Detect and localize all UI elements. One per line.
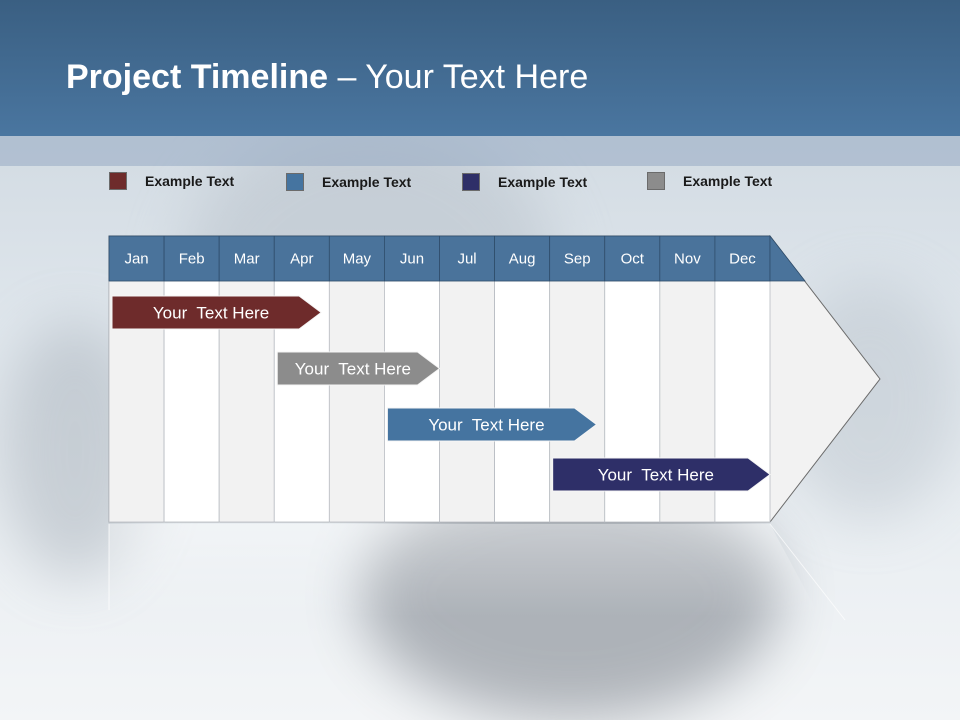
task-label: Your Text Here [598,466,714,485]
legend-swatch [462,173,480,191]
title-rest: – Your Text Here [328,58,589,96]
task-bar [111,295,322,330]
title-band [0,136,960,166]
month-header-cell [659,235,716,282]
month-label: Dec [729,251,756,268]
title-bar [0,0,960,136]
legend-label: Example Text [322,174,412,190]
task-label: Your Text Here [295,360,411,379]
month-label: Jan [124,251,148,268]
task-bar [552,457,771,492]
month-label: Nov [674,251,701,268]
month-label: Mar [234,251,260,268]
month-header-cell [494,235,551,282]
month-header-cell [163,235,220,282]
month-label: Aug [509,251,536,268]
slide-title: Project Timeline – Your Text Here [66,58,588,97]
reflection-edge [769,523,846,621]
legend-label: Example Text [145,173,235,189]
title-bold: Project Timeline [66,58,329,96]
month-label: Jun [400,251,424,268]
month-header-cell [714,235,771,282]
month-header-cell [108,235,165,282]
month-header-cell [549,235,606,282]
month-header-cell [273,235,330,282]
month-label: Sep [564,251,591,268]
month-label: Apr [290,251,313,268]
task-bar [386,407,598,442]
month-header-cell [218,235,275,282]
month-label: May [343,251,372,268]
month-label: Feb [179,251,205,268]
legend-swatch [286,173,304,191]
task-bar [276,351,441,386]
month-column [384,280,440,523]
month-header-cell [384,235,440,282]
month-header-cell [439,235,495,282]
task-label: Your Text Here [153,304,269,323]
legend-item: Example Text [286,171,411,193]
month-column [494,280,551,523]
legend-item: Example Text [109,170,234,192]
month-header-cell [604,235,661,282]
legend-swatch [647,172,665,190]
month-column [439,280,495,523]
panel-reflection [109,524,820,617]
legend-label: Example Text [498,174,588,190]
legend-swatch [109,172,127,190]
legend-item: Example Text [462,171,587,193]
month-label: Oct [621,251,645,268]
month-column [328,280,385,523]
header-arrow-segment [769,234,806,282]
task-label: Your Text Here [428,416,544,435]
legend-label: Example Text [683,173,773,189]
legend-item: Example Text [647,170,772,192]
month-label: Jul [457,251,476,268]
